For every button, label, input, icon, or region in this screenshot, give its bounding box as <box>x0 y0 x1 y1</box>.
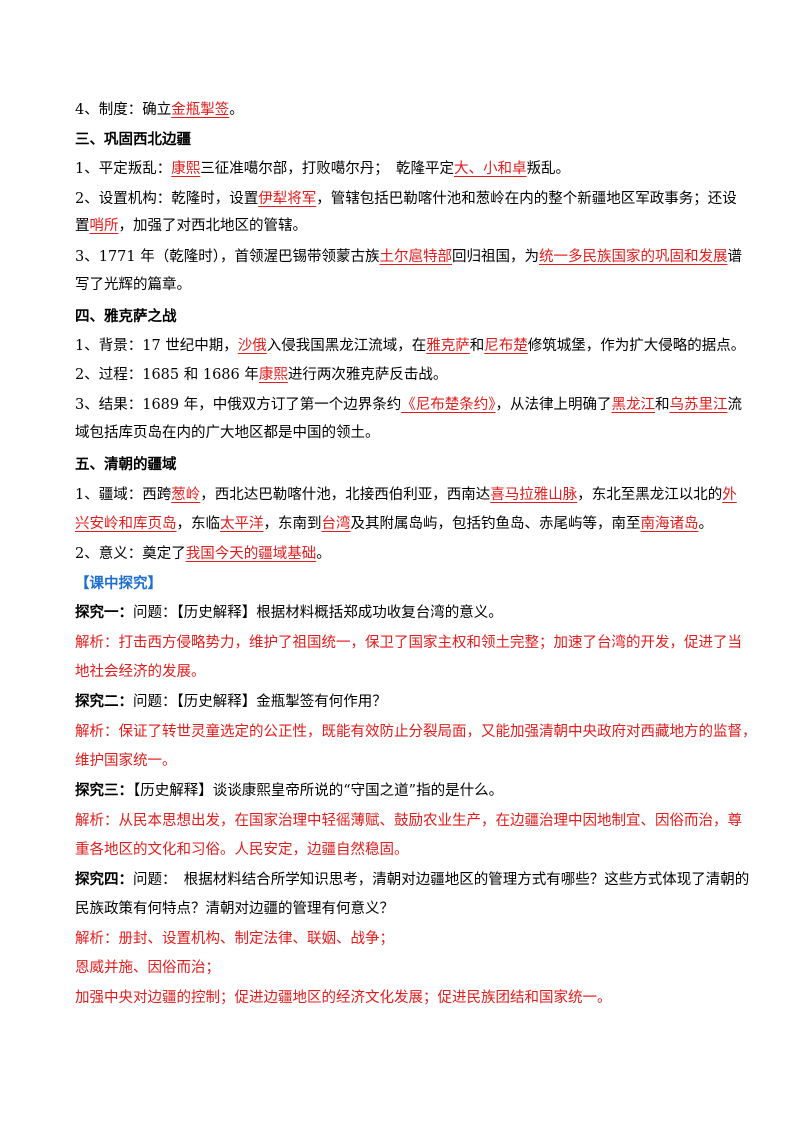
keyword: 统一多民族国家的巩固和发展 <box>538 249 728 265</box>
explore3-answer-1: 解析：从民本思想出发，在国家治理中轻徭薄赋、鼓励农业生产，在边疆治理中因地制宜、… <box>75 813 742 829</box>
text: 。 <box>698 516 714 532</box>
text: ，加强了对西北地区的管辖。 <box>118 218 308 234</box>
explore4-answer-2: 恩威并施、因俗而治； <box>75 960 220 976</box>
text: ，从法律上明确了 <box>495 397 612 413</box>
text: 入侵我国黑龙江流域，在 <box>266 338 427 354</box>
text: 回归祖国，为 <box>451 249 539 265</box>
heading-3: 三、巩固西北边疆 <box>75 132 191 148</box>
s3-item2-cont: 置哨所，加强了对西北地区的管辖。 <box>75 215 307 237</box>
question-text: 问题： 根据材料结合所学知识思考，清朝对边疆地区的管理方式有哪些？这些方式体现了… <box>133 872 750 888</box>
text: 1、背景：17 世纪中期， <box>75 338 238 354</box>
keyword: 土尔扈特部 <box>379 249 452 265</box>
text: 2、设置机构：乾隆时，设置 <box>75 191 259 207</box>
explore2-answer-2: 维护国家统一。 <box>75 753 177 769</box>
text: ，东南到 <box>263 516 322 532</box>
s5-item2: 2、意义：奠定了我国今天的疆域基础。 <box>75 543 331 565</box>
text: 流 <box>727 397 742 413</box>
explore4-answer-1: 解析：册封、设置机构、制定法律、联姻、战争； <box>75 931 394 947</box>
keyword: 金瓶掣签 <box>171 102 230 118</box>
text: 三征准噶尔部，打败噶尔丹； 乾隆平定 <box>200 161 454 177</box>
explore2-question: 探究二：问题：【历史解释】金瓶掣签有何作用？ <box>75 691 387 713</box>
keyword: 我国今天的疆域基础 <box>185 546 317 562</box>
keyword: 《尼布楚条约》 <box>401 397 496 413</box>
explore-label: 探究一： <box>75 605 133 621</box>
text: ，西北达巴勒喀什池，北接西伯利亚，西南达 <box>200 487 491 503</box>
keyword: 雅克萨 <box>426 338 470 354</box>
explore3-question: 探究三：【历史解释】谈谈康熙皇帝所说的“守国之道”指的是什么。 <box>75 780 503 802</box>
question-text: 【历史解释】谈谈康熙皇帝所说的“守国之道”指的是什么。 <box>133 783 504 799</box>
text: 和 <box>654 397 670 413</box>
keyword: 外 <box>722 487 737 503</box>
keyword: 沙俄 <box>237 338 267 354</box>
text: 叛乱。 <box>526 161 570 177</box>
text: 。 <box>229 102 244 118</box>
explore1-answer-2: 地社会经济的发展。 <box>75 664 206 680</box>
keyword: 黑龙江 <box>611 397 655 413</box>
text: 。 <box>316 546 331 562</box>
explore-label: 探究四： <box>75 872 133 888</box>
text: 及其附属岛屿，包括钓鱼岛、赤尾屿等，南至 <box>350 516 641 532</box>
s3-item3: 3、1771 年（乾隆时），首领渥巴锡带领蒙古族土尔扈特部回归祖国，为统一多民族… <box>75 246 742 268</box>
keyword: 喜马拉雅山脉 <box>490 487 578 503</box>
keyword: 伊犁将军 <box>258 191 317 207</box>
explore1-answer-1: 解析：打击西方侵略势力，维护了祖国统一，保卫了国家主权和领土完整；加速了台湾的开… <box>75 635 742 651</box>
keyword: 哨所 <box>89 218 119 234</box>
heading-5: 五、清朝的疆域 <box>75 457 177 473</box>
text: 3、1771 年（乾隆时），首领渥巴锡带领蒙古族 <box>75 249 380 265</box>
s3-item1: 1、平定叛乱：康熙三征准噶尔部，打败噶尔丹； 乾隆平定大、小和卓叛乱。 <box>75 158 570 180</box>
text: 谱 <box>727 249 742 265</box>
text: 1、疆域：西跨 <box>75 487 172 503</box>
keyword: 乌苏里江 <box>669 397 728 413</box>
keyword: 康熙 <box>171 161 201 177</box>
keyword: 兴安岭和库页岛 <box>75 516 177 532</box>
explore-label: 探究二： <box>75 694 133 710</box>
s4-item1: 1、背景：17 世纪中期，沙俄入侵我国黑龙江流域，在雅克萨和尼布楚修筑城堡，作为… <box>75 335 745 357</box>
s4-item3-cont: 域包括库页岛在内的广大地区都是中国的领土。 <box>75 425 380 441</box>
text: 2、意义：奠定了 <box>75 546 186 562</box>
question-text: 问题：【历史解释】金瓶掣签有何作用？ <box>133 694 387 710</box>
text: 2、过程：1685 和 1686 年 <box>75 367 259 383</box>
text: 修筑城堡，作为扩大侵略的据点。 <box>527 338 746 354</box>
explore3-answer-2: 重各地区的文化和习俗。人民安定，边疆自然稳固。 <box>75 842 409 858</box>
s3-item2: 2、设置机构：乾隆时，设置伊犁将军，管辖包括巴勒喀什池和葱岭在内的整个新疆地区军… <box>75 188 737 210</box>
keyword: 南海诸岛 <box>640 516 699 532</box>
section2-item4: 4、制度：确立金瓶掣签。 <box>75 99 244 121</box>
explore4-question-cont: 民族政策有何特点？清朝对边疆的管理有何意义？ <box>75 901 394 917</box>
question-text: 问题：【历史解释】根据材料概括郑成功收复台湾的意义。 <box>133 605 503 621</box>
text: 4、制度：确立 <box>75 102 172 118</box>
text: 进行两次雅克萨反击战。 <box>287 367 448 383</box>
s4-item3: 3、结果：1689 年，中俄双方订了第一个边界条约《尼布楚条约》，从法律上明确了… <box>75 394 742 416</box>
explore2-answer-1: 解析：保证了转世灵童选定的公正性，既能有效防止分裂局面，又能加强清朝中央政府对西… <box>75 724 757 740</box>
explore-label: 探究三： <box>75 783 133 799</box>
s4-item2: 2、过程：1685 和 1686 年康熙进行两次雅克萨反击战。 <box>75 364 447 386</box>
s3-item3-cont: 写了光辉的篇章。 <box>75 277 191 293</box>
explore4-question: 探究四：问题： 根据材料结合所学知识思考，清朝对边疆地区的管理方式有哪些？这些方… <box>75 869 749 891</box>
text: ，管辖包括巴勒喀什池和葱岭在内的整个新疆地区军政事务；还设 <box>316 191 737 207</box>
keyword: 康熙 <box>258 367 288 383</box>
text: ，东北至黑龙江以北的 <box>577 487 723 503</box>
keyword: 大、小和卓 <box>453 161 527 177</box>
s5-item1-cont: 兴安岭和库页岛，东临太平洋，东南到台湾及其附属岛屿，包括钓鱼岛、赤尾屿等，南至南… <box>75 513 713 535</box>
keyword: 尼布楚 <box>484 338 528 354</box>
text: 置 <box>75 218 90 234</box>
heading-4: 四、雅克萨之战 <box>75 309 177 325</box>
s5-item1: 1、疆域：西跨葱岭，西北达巴勒喀什池，北接西伯利亚，西南达喜马拉雅山脉，东北至黑… <box>75 484 737 506</box>
text: 3、结果：1689 年，中俄双方订了第一个边界条约 <box>75 397 402 413</box>
explore1-question: 探究一：问题：【历史解释】根据材料概括郑成功收复台湾的意义。 <box>75 602 503 624</box>
text: ，东临 <box>176 516 221 532</box>
keyword: 葱岭 <box>171 487 201 503</box>
explore4-answer-3: 加强中央对边疆的控制；促进边疆地区的经济文化发展；促进民族团结和国家统一。 <box>75 990 612 1006</box>
text: 1、平定叛乱： <box>75 161 172 177</box>
keyword: 太平洋 <box>220 516 264 532</box>
explore-heading: 【课中探究】 <box>75 576 162 592</box>
text: 和 <box>469 338 485 354</box>
keyword: 台湾 <box>321 516 351 532</box>
